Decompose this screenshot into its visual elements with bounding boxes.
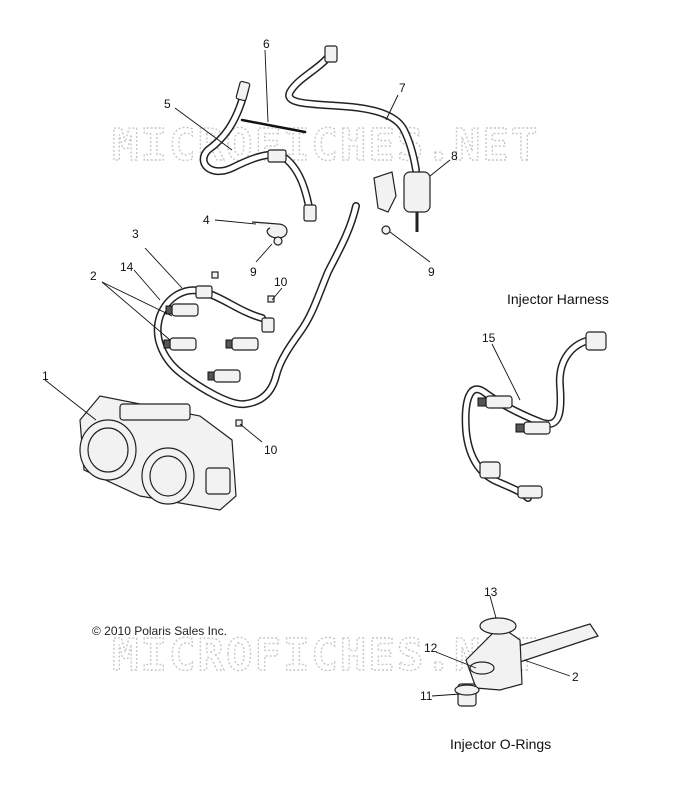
callout-5: 5 xyxy=(164,97,171,111)
screw-10-b xyxy=(267,295,275,303)
callout-9-left: 9 xyxy=(250,265,257,279)
screw-10-a xyxy=(211,271,219,279)
tie-strap-6 xyxy=(240,118,307,134)
callout-4: 4 xyxy=(203,213,210,227)
callout-10-lower: 10 xyxy=(264,443,278,457)
callout-13: 13 xyxy=(484,585,498,599)
callout-10-upper: 10 xyxy=(274,275,288,289)
callout-7: 7 xyxy=(399,81,406,95)
callout-14: 14 xyxy=(120,260,134,274)
nut-9-right xyxy=(381,225,391,235)
copyright-notice: © 2010 Polaris Sales Inc. xyxy=(92,624,227,638)
caption-injector-harness: Injector Harness xyxy=(507,291,609,307)
fuel-hose-7 xyxy=(285,45,420,174)
injector-lower-right xyxy=(207,369,241,383)
callout-2-main: 2 xyxy=(90,269,97,283)
watermark-lower: MICROFICHES.NET xyxy=(112,630,539,681)
callout-3: 3 xyxy=(132,227,139,241)
screw-10-c xyxy=(235,419,243,427)
leader-lines xyxy=(44,49,571,697)
callout-8: 8 xyxy=(451,149,458,163)
callout-1: 1 xyxy=(42,369,49,383)
fuel-hose-5 xyxy=(199,80,317,222)
watermark-upper: MICROFICHES.NET xyxy=(112,120,539,171)
fuel-rail-3 xyxy=(153,202,360,409)
callout-9-right: 9 xyxy=(428,265,435,279)
caption-injector-orings: Injector O-Rings xyxy=(450,736,551,752)
fuel-filter-8 xyxy=(373,171,431,232)
nut-9-left xyxy=(273,236,283,246)
injector-mid-right xyxy=(225,337,259,351)
callout-12: 12 xyxy=(424,641,438,655)
injector-harness-15 xyxy=(461,331,607,502)
throttle-body-1 xyxy=(79,395,237,511)
clamp-4 xyxy=(251,221,288,239)
callout-15: 15 xyxy=(482,331,496,345)
callout-11: 11 xyxy=(420,689,433,703)
callout-2-detail: 2 xyxy=(572,670,579,684)
injector-upper-left xyxy=(165,303,199,317)
injector-orings-detail xyxy=(454,617,599,707)
injector-mid-left xyxy=(163,337,197,351)
callout-6: 6 xyxy=(263,37,270,51)
